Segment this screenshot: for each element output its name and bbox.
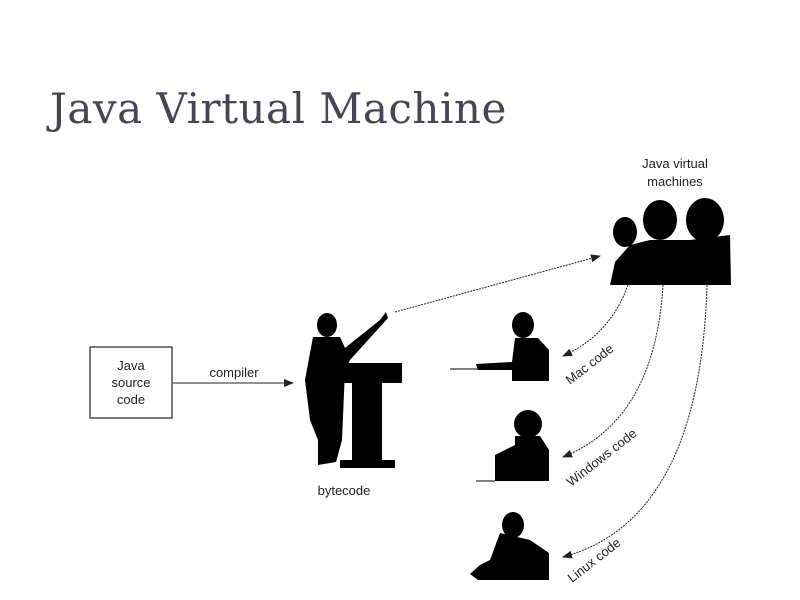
jvm-label-line2: machines <box>647 174 703 189</box>
presenter-silhouette-icon <box>305 312 402 468</box>
windows-user-silhouette-icon <box>476 410 549 482</box>
mac-user-silhouette-icon <box>450 312 549 381</box>
mac-code-arrow <box>562 284 629 357</box>
bytecode-to-jvm-arrow <box>394 254 601 313</box>
slide-title: Java Virtual Machine <box>50 84 507 133</box>
linux-code-label: Linux code <box>565 535 624 586</box>
source-box-line2: source <box>111 375 150 390</box>
jvm-operators-silhouette-icon <box>610 198 731 285</box>
linux-code-arrow <box>562 284 708 559</box>
compiler-label: compiler <box>209 365 259 380</box>
jvm-label-line1: Java virtual <box>642 156 708 171</box>
linux-user-silhouette-icon <box>470 512 549 580</box>
windows-code-arrow <box>562 284 664 458</box>
source-box-line3: code <box>117 392 145 407</box>
windows-code-label: Windows code <box>564 425 640 489</box>
bytecode-label: bytecode <box>318 483 371 498</box>
mac-code-label: Mac code <box>563 341 617 388</box>
java-source-box: Java source code <box>89 346 173 419</box>
source-box-line1: Java <box>117 358 145 373</box>
